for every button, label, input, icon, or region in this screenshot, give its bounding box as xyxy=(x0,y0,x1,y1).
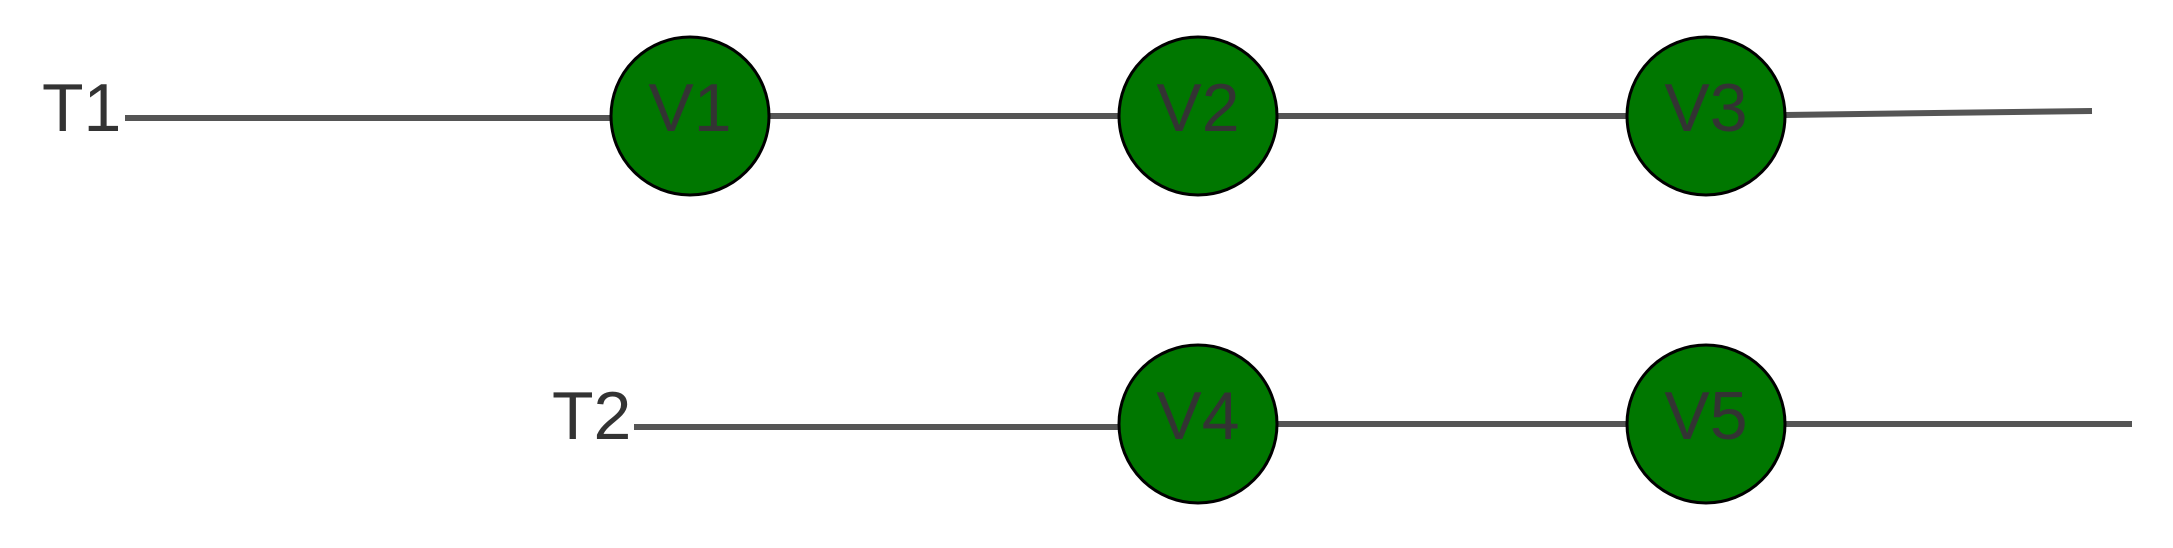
node-v1-circle[interactable] xyxy=(609,35,771,197)
edge-v3-to-end xyxy=(1784,108,2093,118)
node-v5-label: V5 xyxy=(1664,378,1747,454)
node-v2[interactable]: V2 xyxy=(1117,35,1279,197)
node-v4-label: V4 xyxy=(1156,378,1239,454)
track-t2: T2 V4 V5 xyxy=(552,343,2132,505)
track-label-t1: T1 xyxy=(42,70,121,146)
node-v3-label: V3 xyxy=(1664,70,1747,146)
node-v1-label: V1 xyxy=(648,70,731,146)
node-v5-circle[interactable] xyxy=(1625,343,1787,505)
node-v4-circle[interactable] xyxy=(1117,343,1279,505)
track-label-t2: T2 xyxy=(552,378,631,454)
node-v2-label: V2 xyxy=(1156,70,1239,146)
node-v2-circle[interactable] xyxy=(1117,35,1279,197)
node-v3-circle[interactable] xyxy=(1625,35,1787,197)
track-t1: T1 V1 V2 V3 xyxy=(42,35,2093,197)
node-v5[interactable]: V5 xyxy=(1625,343,1787,505)
node-v1[interactable]: V1 xyxy=(609,35,771,197)
node-v3[interactable]: V3 xyxy=(1625,35,1787,197)
node-v4[interactable]: V4 xyxy=(1117,343,1279,505)
